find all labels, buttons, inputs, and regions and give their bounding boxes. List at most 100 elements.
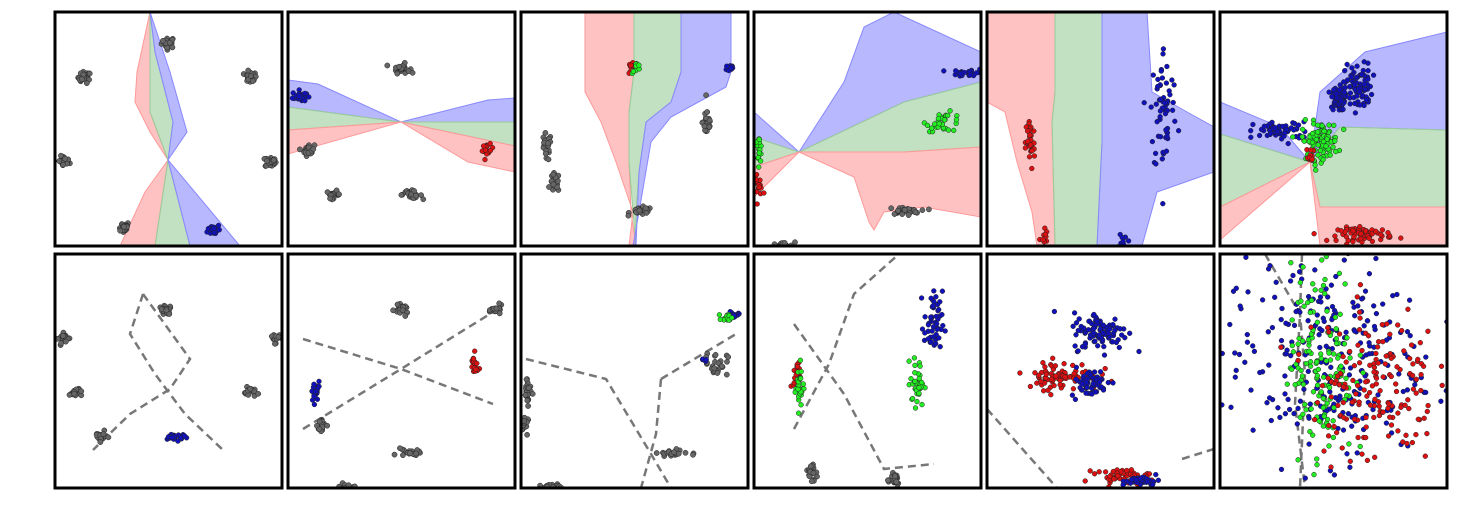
- blue-point: [1162, 111, 1169, 117]
- blue-point: [1079, 344, 1086, 350]
- green-point: [1289, 342, 1295, 349]
- red-point: [1079, 362, 1085, 368]
- green-point: [1326, 384, 1333, 391]
- red-point: [1107, 473, 1113, 480]
- red-point: [1356, 327, 1363, 333]
- blue-point: [1321, 318, 1327, 325]
- blue-point: [1169, 77, 1175, 83]
- blue-point: [1256, 132, 1263, 139]
- blue-point: [1261, 123, 1267, 129]
- red-point: [1388, 373, 1394, 380]
- red-point: [1053, 373, 1059, 379]
- gray-point: [643, 210, 650, 216]
- green-point: [919, 379, 925, 386]
- blue-point: [1364, 318, 1371, 324]
- decision-boundary: [525, 357, 673, 488]
- red-point: [1355, 382, 1361, 389]
- blue-point: [1233, 367, 1239, 374]
- gray-point: [895, 207, 901, 214]
- red-point: [1048, 376, 1055, 382]
- blue-region: [1096, 12, 1214, 246]
- red-point: [1051, 382, 1057, 389]
- blue-point: [1285, 396, 1291, 403]
- red-point: [1124, 467, 1130, 474]
- blue-point: [1344, 61, 1350, 68]
- gray-point: [411, 188, 417, 194]
- red-point: [1380, 374, 1386, 380]
- green-point: [1310, 281, 1316, 287]
- green-point: [1287, 248, 1292, 253]
- blue-point: [1331, 472, 1338, 478]
- blue-point: [1250, 427, 1256, 433]
- red-point: [1375, 360, 1381, 366]
- blue-point: [1070, 323, 1076, 329]
- red-point: [1356, 309, 1363, 315]
- red-point: [1070, 386, 1077, 392]
- gray-point: [682, 449, 689, 456]
- blue-point: [930, 303, 936, 309]
- red-point: [1400, 439, 1406, 445]
- blue-point: [1278, 337, 1285, 344]
- blue-point: [933, 341, 939, 347]
- red-point: [1385, 230, 1391, 236]
- blue-point: [1169, 107, 1176, 113]
- panel-12: [1218, 248, 1449, 520]
- green-point: [636, 62, 642, 68]
- blue-point: [1319, 327, 1325, 334]
- red-point: [1401, 348, 1407, 354]
- green-point: [916, 390, 922, 396]
- blue-point: [1293, 308, 1299, 315]
- blue-point: [1092, 389, 1099, 395]
- blue-point: [1357, 89, 1363, 95]
- blue-point: [1329, 94, 1335, 100]
- blue-point: [1248, 387, 1254, 393]
- green-point: [756, 164, 762, 170]
- blue-point: [1268, 130, 1274, 137]
- gray-point: [344, 489, 349, 494]
- blue-point: [1294, 421, 1300, 427]
- gray-point: [60, 332, 66, 339]
- green-point: [1298, 298, 1304, 304]
- green-point: [1302, 401, 1308, 408]
- blue-point: [1116, 344, 1122, 351]
- blue-point: [1107, 326, 1113, 332]
- green-point: [1320, 395, 1326, 402]
- gray-point: [78, 388, 85, 395]
- blue-point: [1244, 331, 1250, 338]
- red-point: [1026, 154, 1033, 160]
- blue-point: [1245, 289, 1251, 295]
- blue-point: [958, 71, 964, 77]
- red-point: [1356, 360, 1363, 366]
- green-point: [1346, 441, 1352, 447]
- blue-point: [1265, 266, 1272, 272]
- green-point: [1314, 359, 1320, 365]
- red-point: [1328, 394, 1334, 400]
- blue-point: [1328, 282, 1335, 288]
- gray-point: [642, 205, 649, 212]
- blue-point: [1297, 398, 1304, 404]
- blue-point: [1283, 126, 1289, 133]
- green-point: [1321, 515, 1326, 520]
- panel-frame: [752, 10, 983, 248]
- blue-point: [1355, 303, 1361, 309]
- gray-point: [86, 70, 93, 77]
- red-point: [1102, 469, 1109, 475]
- green-point: [1307, 428, 1313, 435]
- green-point: [1347, 355, 1353, 361]
- green-point: [1310, 432, 1316, 438]
- blue-point: [1101, 352, 1108, 358]
- gray-point: [398, 192, 405, 198]
- blue-point: [1159, 156, 1165, 162]
- green-point: [1320, 374, 1327, 380]
- red-point: [1387, 414, 1393, 420]
- gray-point: [625, 212, 632, 219]
- blue-point: [1347, 464, 1353, 470]
- panel-background: [1220, 254, 1447, 488]
- blue-point: [1365, 76, 1371, 82]
- green-point: [630, 68, 637, 75]
- gray-point: [706, 124, 713, 130]
- panel-frame: [752, 252, 983, 490]
- gray-point: [905, 212, 912, 218]
- blue-point: [1076, 316, 1082, 322]
- blue-point: [1096, 332, 1102, 338]
